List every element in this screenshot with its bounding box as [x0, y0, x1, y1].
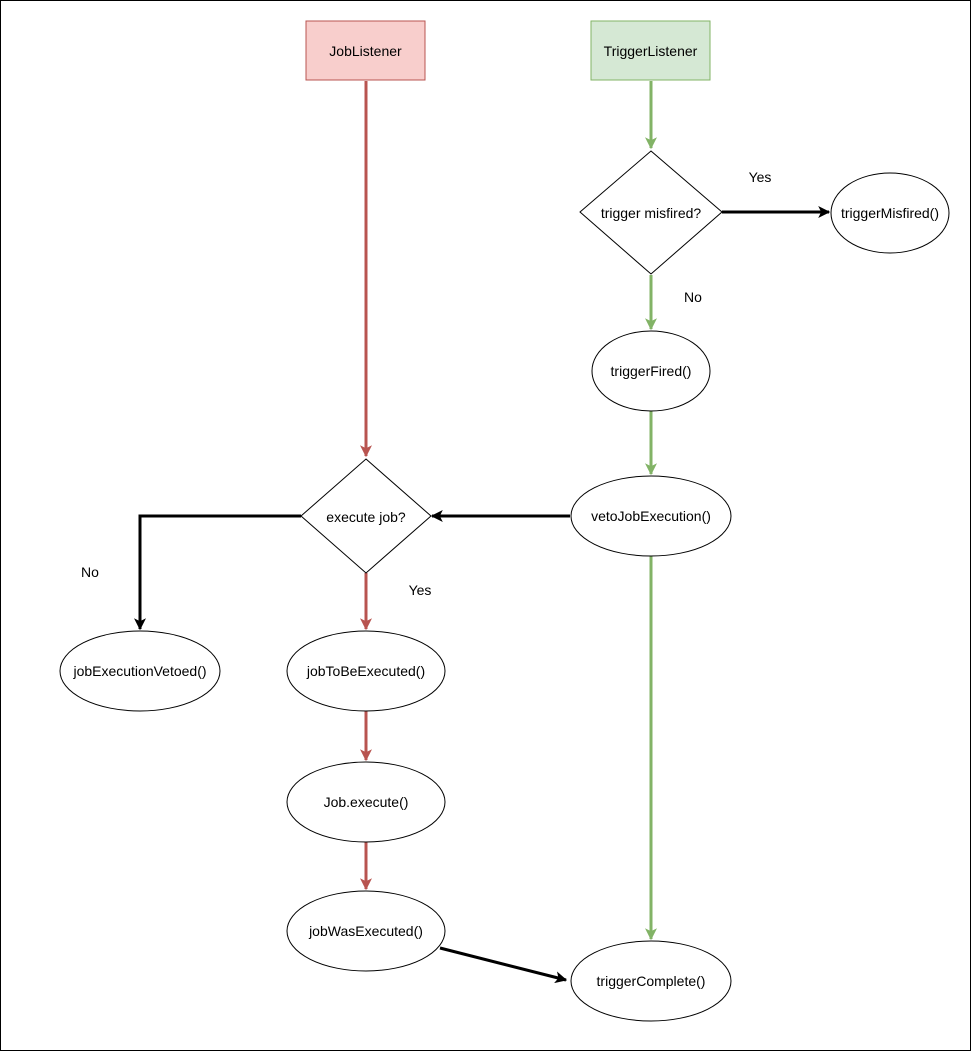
- job-to-be-executed-label: jobToBeExecuted(): [306, 663, 425, 679]
- job-listener-node[interactable]: JobListener: [305, 20, 426, 81]
- job-execution-vetoed-label: jobExecutionVetoed(): [72, 663, 206, 679]
- trigger-misfired-callback-label: triggerMisfired(): [841, 205, 939, 221]
- trigger-misfired-decision-label: trigger misfired?: [601, 205, 702, 221]
- trigger-misfired-decision-node[interactable]: trigger misfired?: [579, 150, 723, 275]
- job-to-be-executed-node[interactable]: jobToBeExecuted(): [286, 630, 446, 712]
- job-listener-label: JobListener: [329, 43, 402, 59]
- execute-no-label: No: [81, 564, 99, 580]
- trigger-complete-node[interactable]: triggerComplete(): [570, 940, 732, 1022]
- trigger-complete-label: triggerComplete(): [597, 973, 706, 989]
- edge-jobwasexecuted-to-triggercomplete: [439, 946, 568, 984]
- job-execution-vetoed-node[interactable]: jobExecutionVetoed(): [59, 630, 221, 712]
- execute-yes-label: Yes: [409, 582, 432, 598]
- misfired-no-label: No: [684, 289, 702, 305]
- execute-job-decision-node[interactable]: execute job?: [300, 458, 432, 574]
- trigger-misfired-callback-node[interactable]: triggerMisfired(): [830, 172, 950, 254]
- misfired-yes-label: Yes: [749, 169, 772, 185]
- trigger-listener-node[interactable]: TriggerListener: [590, 20, 711, 81]
- job-execute-node[interactable]: Job.execute(): [286, 761, 446, 843]
- job-execute-label: Job.execute(): [324, 794, 409, 810]
- veto-job-execution-label: vetoJobExecution(): [591, 508, 711, 524]
- trigger-fired-label: triggerFired(): [611, 363, 692, 379]
- trigger-listener-label: TriggerListener: [604, 43, 698, 59]
- trigger-fired-node[interactable]: triggerFired(): [591, 330, 711, 412]
- job-was-executed-node[interactable]: jobWasExecuted(): [286, 890, 446, 972]
- veto-job-execution-node[interactable]: vetoJobExecution(): [570, 475, 732, 557]
- edge-execute-job-to-jobexecutionvetoed: [134, 514, 301, 631]
- execute-job-decision-label: execute job?: [326, 509, 406, 525]
- job-was-executed-label: jobWasExecuted(): [308, 923, 423, 939]
